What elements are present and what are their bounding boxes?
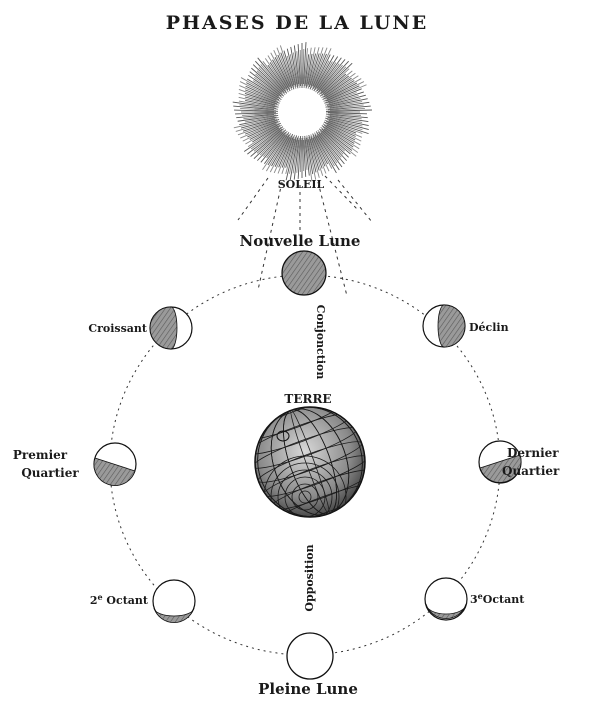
moon-premier-quartier [94,443,136,486]
conjonction-label: Conjonction [314,305,327,380]
earth-globe [240,393,380,538]
label-premier-quartier: Quartier [21,466,79,480]
label-declin: Déclin [469,321,509,334]
moon-troisieme-octant [425,578,467,620]
label-premier: Premier [13,448,68,462]
moon-deuxieme-octant [153,580,195,623]
earth-label: TERRE [284,392,331,406]
moon-pleine-lune [287,633,333,679]
label-croissant: Croissant [88,322,148,335]
label-deuxieme-octant: 2e Octant [90,592,149,607]
sun-core [278,88,326,136]
opposition-label: Opposition [303,544,316,611]
label-dernier: Dernier [507,446,559,460]
moon-nouvelle-lune [282,251,326,295]
sun-label: SOLEIL [278,178,325,191]
label-pleine-lune: Pleine Lune [258,680,358,698]
label-troisieme-octant: 3eOctant [470,591,525,606]
label-dernier-quartier: Quartier [502,464,560,478]
diagram-title: PHASES DE LA LUNE [166,12,429,34]
moon-croissant [150,307,192,349]
moon-declin [423,305,465,347]
label-nouvelle-lune: Nouvelle Lune [240,232,361,250]
